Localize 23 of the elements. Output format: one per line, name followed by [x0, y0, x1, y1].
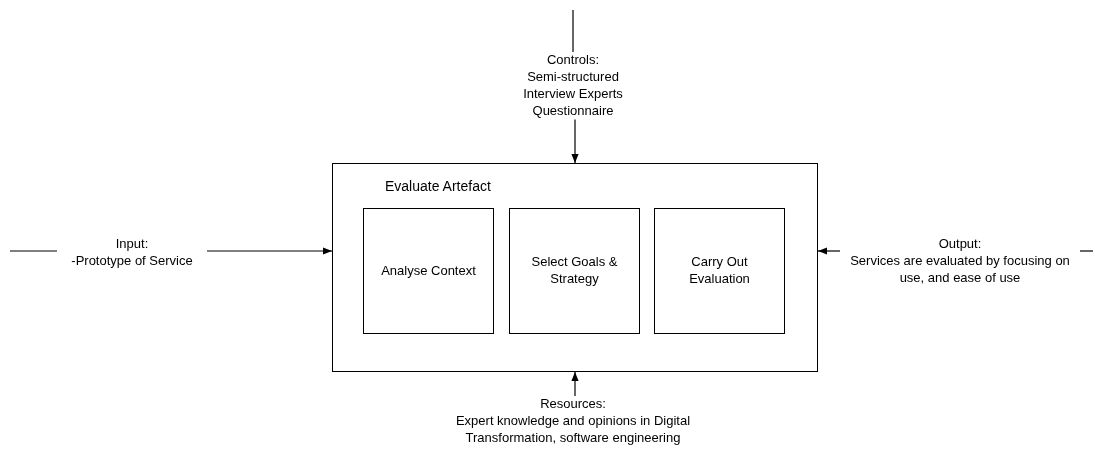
- connector-line: [1079, 250, 1094, 252]
- connector-line: [9, 250, 58, 252]
- flow-heading: Controls:: [547, 52, 599, 69]
- activity-box: [509, 208, 640, 334]
- process-box: [332, 163, 818, 372]
- activity-label: Select Goals & Strategy: [530, 254, 619, 288]
- activity-label: Analyse Context: [380, 262, 477, 280]
- flow-heading: Output:: [938, 236, 982, 253]
- arrow: [571, 118, 579, 164]
- flow-description: -Prototype of Service: [71, 252, 193, 270]
- flow-heading: Resources:: [540, 396, 606, 413]
- connector-line: [572, 9, 574, 53]
- arrow: [206, 247, 333, 255]
- activity-box: [654, 208, 785, 334]
- arrow: [817, 247, 841, 255]
- flow-description: Expert knowledge and opinions in Digital Transformation, software engineering: [454, 412, 692, 447]
- activity-label: Carry Out Evaluation: [688, 254, 751, 288]
- process-title: Evaluate Artefact: [385, 178, 491, 194]
- flow-description: Services are evaluated by focusing on use, and ease of use: [849, 252, 1071, 287]
- activity-box: [363, 208, 494, 334]
- flow-description: Semi-structured Interview Experts Questionnaire: [522, 68, 624, 120]
- flow-heading: Input:: [115, 236, 149, 253]
- arrow: [571, 371, 579, 397]
